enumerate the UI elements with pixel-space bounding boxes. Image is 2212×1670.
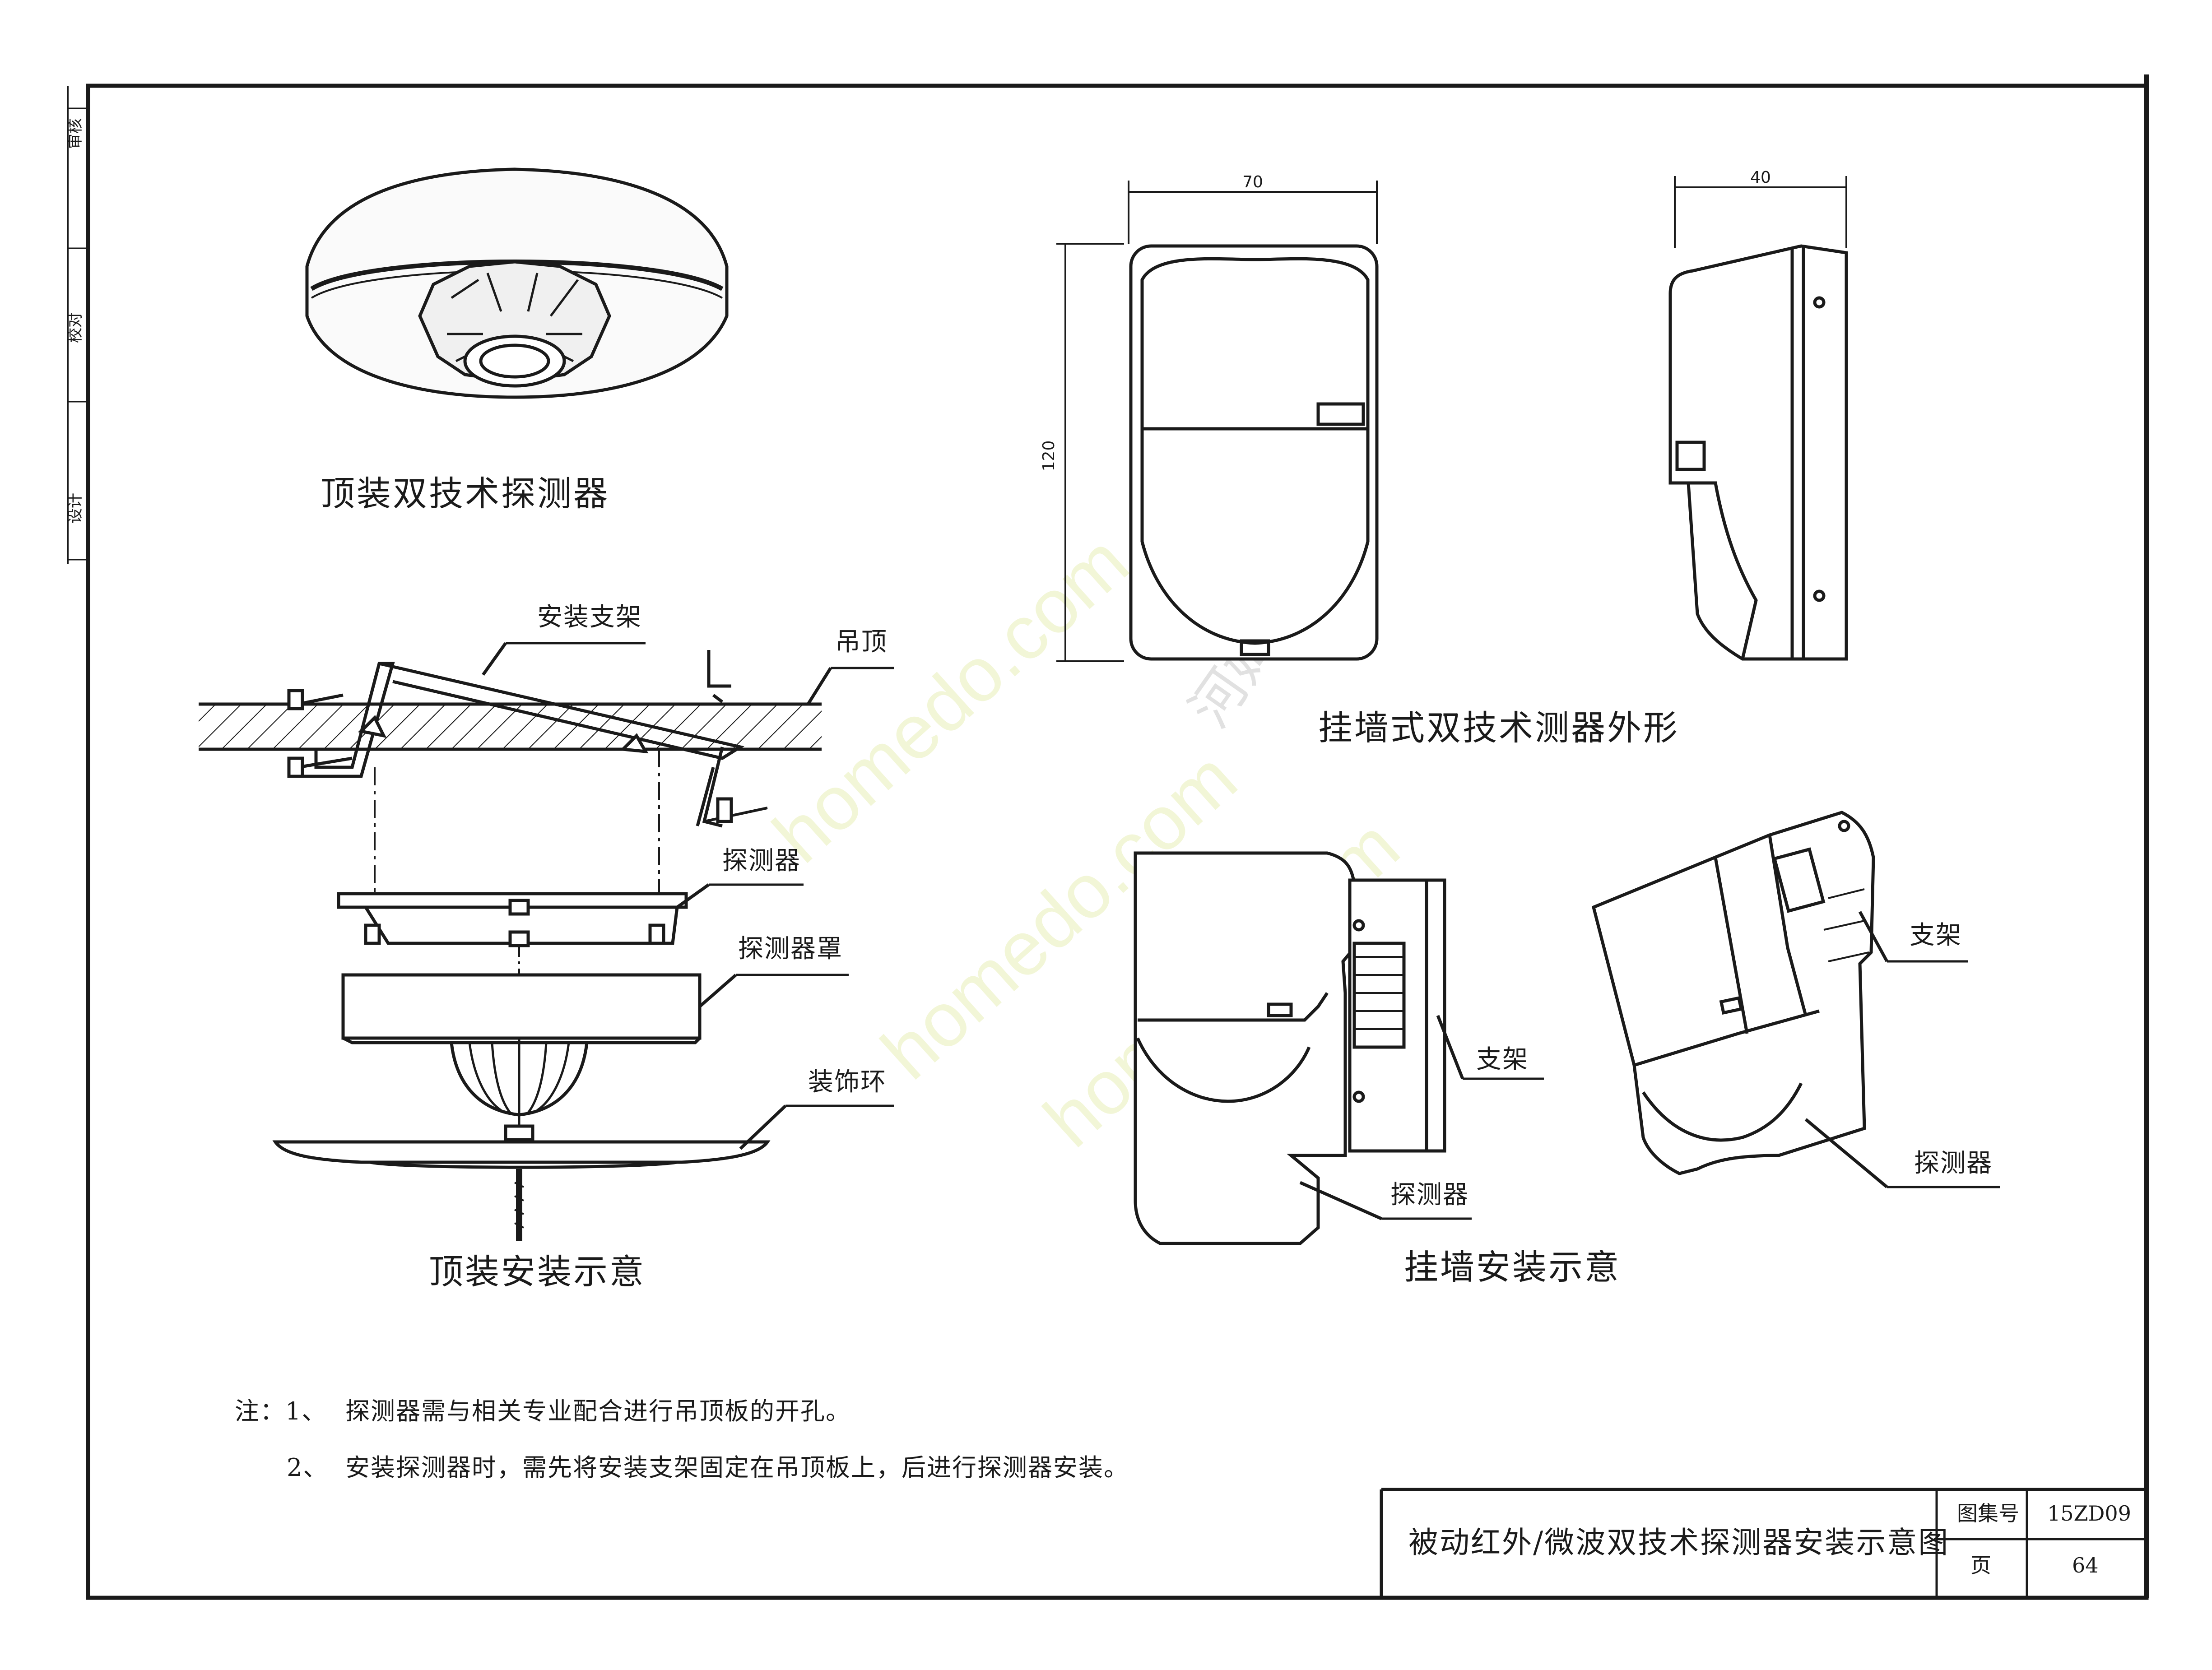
wall-left-bracket-label: 支架 <box>1476 1045 1529 1074</box>
page-number: 64 <box>2072 1553 2099 1577</box>
wall-right-detector-label: 探测器 <box>1914 1149 1993 1178</box>
trim-ring-label: 装饰环 <box>808 1067 887 1097</box>
wall-install-right-illustration <box>1591 811 2000 1188</box>
sheet-frame <box>67 74 2149 1600</box>
wall-right-bracket-label: 支架 <box>1910 921 1962 950</box>
watermark-text-1: homedo.com <box>757 519 1144 879</box>
wall-detector-outline-illustration <box>1056 176 1848 662</box>
atlas-number-label: 图集号 <box>1957 1501 2019 1526</box>
wall-left-detector-label: 探测器 <box>1390 1180 1469 1210</box>
drawing-title: 被动红外/微波双技术探测器安装示意图 <box>1408 1525 1950 1560</box>
ceiling-install-illustration <box>199 642 894 1241</box>
margin-mark-check: 校对 <box>66 312 84 343</box>
note-1: 探测器需与相关专业配合进行吊顶板的开孔。 <box>345 1397 851 1425</box>
page-label: 页 <box>1970 1553 1991 1577</box>
ceiling-detector-illustration <box>305 167 729 399</box>
bracket-label: 安装支架 <box>537 603 642 632</box>
detector-cover-label: 探测器罩 <box>738 934 843 964</box>
dim-width-label: 70 <box>1242 173 1263 191</box>
ceiling-label: 吊顶 <box>835 627 888 657</box>
title-block-frame <box>1380 1488 2147 1598</box>
ceiling-detector-caption: 顶装双技术探测器 <box>321 473 609 514</box>
wall-install-caption: 挂墙安装示意 <box>1404 1247 1621 1287</box>
note-2: 安装探测器时，需先将安装支架固定在吊顶板上，后进行探测器安装。 <box>345 1453 1129 1482</box>
margin-mark-review: 审核 <box>66 118 84 149</box>
notes-prefix: 注：1、 <box>235 1397 327 1425</box>
note-2-number: 2、 <box>287 1453 329 1482</box>
dim-depth-label: 40 <box>1750 168 1771 187</box>
wall-outline-caption: 挂墙式双技术测器外形 <box>1318 708 1679 748</box>
wall-install-left-illustration <box>1134 851 1544 1245</box>
dim-height-label: 120 <box>1040 441 1058 472</box>
detector-label: 探测器 <box>722 846 801 876</box>
margin-mark-design: 设计 <box>66 493 84 524</box>
atlas-number: 15ZD09 <box>2047 1501 2131 1526</box>
ceiling-install-caption: 顶装安装示意 <box>429 1252 646 1292</box>
